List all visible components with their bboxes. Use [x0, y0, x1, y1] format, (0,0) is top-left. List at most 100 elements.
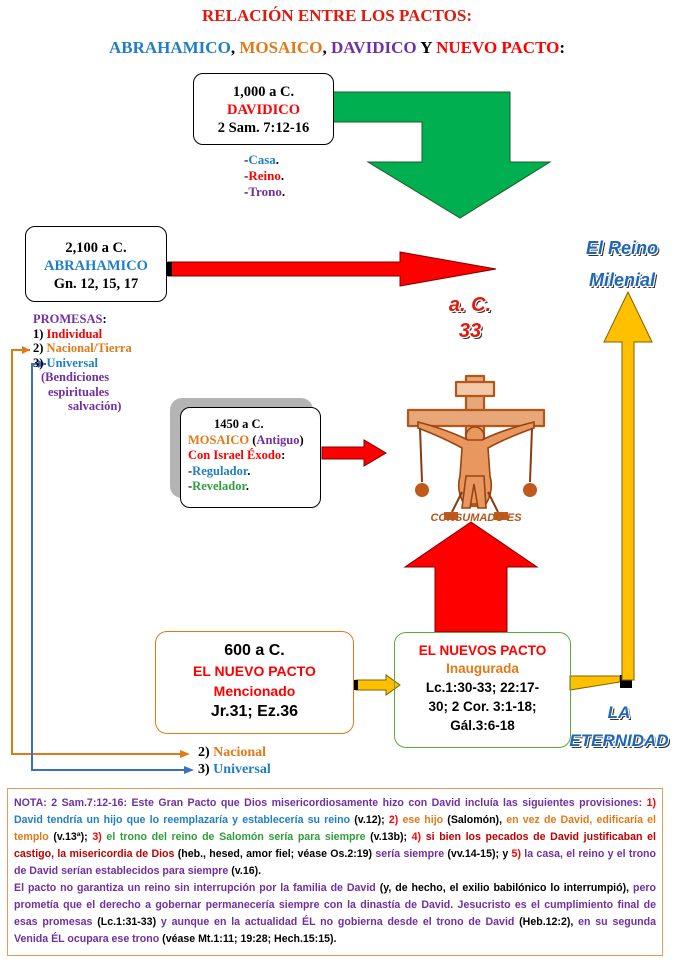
mosaico-name: MOSAICO — [188, 432, 250, 447]
subtitle-mosaico: MOSAICO — [239, 38, 323, 57]
davidico-box: 1,000 a C. DAVIDICO 2 Sam. 7:12-16 — [193, 73, 334, 145]
orange-arrowhead-end — [180, 750, 190, 758]
davidico-item-casa: -Casa. — [244, 152, 285, 168]
eternidad-line2: ETERNIDAD — [569, 731, 669, 750]
note-segment: ese hijo — [402, 814, 448, 826]
nuevo-inaugurado-box: EL NUEVOS PACTO Inaugurada Lc.1:30-33; 2… — [394, 632, 571, 748]
note-segment: sería siempre — [375, 848, 448, 860]
gold-arrow-eternidad — [569, 675, 621, 691]
nuevo-mencionado-box: 600 a C. EL NUEVO PACTO Mencionado Jr.31… — [155, 631, 354, 734]
abrahamico-date: 2,100 a C. — [65, 240, 127, 256]
arrow-tail-mencionado — [353, 680, 358, 690]
subtitle-comma1: , — [230, 38, 240, 57]
note-segment: (vv.14-15); y — [447, 848, 512, 860]
note-segment: El pacto no garantiza un reino sin inter… — [14, 882, 380, 894]
dot: . — [275, 152, 280, 167]
dot: . — [245, 479, 249, 493]
note-segment: (v.12); — [354, 814, 389, 826]
promesa-sub-3: salvación) — [68, 399, 122, 413]
label: Universal — [213, 762, 271, 777]
page-subtitle: ABRAHAMICO, MOSAICO, DAVIDICO Y NUEVO PA… — [0, 38, 674, 58]
note-segment: y aunque en la actualidad ÉL no gobierna… — [160, 916, 520, 928]
note-segment: (heb., hesed, amor fiel; véase Os.2:19) — [177, 848, 376, 860]
note-segment: la casa, el reino y el trono de David se… — [14, 848, 656, 877]
abrahamico-box: 2,100 a C. ABRAHAMICO Gn. 12, 15, 17 — [25, 226, 167, 302]
dash: - — [244, 184, 249, 199]
center-date: a. C. 33 — [420, 292, 520, 344]
dash: - — [244, 152, 249, 167]
red-arrow-mosaico — [321, 439, 387, 467]
page-title: RELACIÓN ENTRE LOS PACTOS: — [0, 6, 674, 26]
orange-connector — [11, 349, 182, 755]
davidico-name: DAVIDICO — [226, 102, 301, 118]
mosaico-item-revelador: -Revelador. — [188, 479, 320, 495]
dot: . — [247, 463, 251, 478]
inaugurado-ref1: Lc.1:30-33; 22:17- — [425, 680, 540, 695]
davidico-list: -Casa. -Reino. -Trono. — [244, 152, 285, 200]
note-segment: NOTA: 2 Sam.7:12-16: — [14, 797, 132, 809]
mosaico-colon: : — [281, 448, 286, 462]
num: 3) — [33, 355, 47, 370]
mosaico-item-regulador: -Regulador. — [188, 464, 320, 480]
abrahamico-ref: Gn. 12, 15, 17 — [53, 276, 139, 292]
promesas-block: PROMESAS: 1) Individual 2) Nacional/Tier… — [33, 312, 132, 414]
note-segment: (Salomón), — [447, 814, 507, 826]
center-ac: a. C. — [448, 294, 492, 316]
label: Nacional/Tierra — [46, 341, 132, 355]
bottom-nacional: 2) Nacional — [198, 745, 266, 761]
mencionado-name: EL NUEVO PACTO — [193, 663, 316, 679]
note-segment: pero prometía que el derecho a gobernar … — [14, 882, 656, 928]
label: Trono — [248, 184, 282, 199]
reino-label: El Reino Milenial — [570, 232, 674, 296]
note-segment: (v.13ª); — [53, 831, 93, 843]
dash: - — [188, 463, 193, 478]
label: Revelador — [192, 479, 246, 493]
promesas-title: PROMESAS — [33, 312, 103, 326]
gold-up-arrow — [603, 290, 653, 681]
num: 1) — [33, 326, 47, 341]
cross-horizontal — [406, 408, 546, 428]
promesas-colon: : — [102, 312, 107, 326]
inaugurado-name: EL NUEVOS PACTO — [418, 643, 547, 658]
note-segment: 1) — [646, 797, 657, 809]
note-text: NOTA: 2 Sam.7:12-16: Este Gran Pacto que… — [14, 795, 656, 948]
eternidad-label: LA ETERNIDAD — [564, 699, 674, 755]
subtitle-abrahamico: ABRAHAMICO — [108, 38, 231, 57]
note-segment: 4) — [411, 831, 426, 843]
num: 3) — [198, 762, 214, 777]
promesas-heading: PROMESAS: — [33, 312, 132, 327]
blue-arrowhead-start — [38, 360, 46, 368]
label: Nacional — [213, 745, 267, 760]
subtitle-nuevo: NUEVO PACTO — [436, 38, 560, 57]
gold-arrow-mencionado — [355, 674, 401, 696]
subtitle-colon: : — [559, 38, 566, 57]
crucifix-illustration — [406, 374, 546, 520]
subtitle-comma2: , — [322, 38, 331, 57]
crucifix-caption: CONSUMADO ES — [430, 512, 522, 524]
arrow-tail-abrahamico — [166, 262, 172, 276]
label: Individual — [46, 326, 103, 341]
note-segment: David tendría un hijo que lo reemplazarí… — [14, 814, 355, 826]
note-segment: (y, de hecho, el exilio babilónico lo in… — [379, 882, 634, 894]
subtitle-davidico: DAVIDICO — [330, 38, 417, 57]
num: 2) — [198, 745, 214, 760]
center-year: 33 — [458, 320, 482, 342]
promesa-2: 2) Nacional/Tierra — [33, 341, 132, 356]
eternidad-line1: LA — [607, 703, 631, 722]
mosaico-box: 1450 a C. MOSAICO (Antiguo) Con Israel É… — [180, 407, 321, 508]
note-segment: en vez de David, edificaría el templo — [14, 814, 657, 843]
mosaico-name-line: MOSAICO (Antiguo) — [188, 432, 304, 447]
promesa-1: 1) Individual — [33, 327, 132, 342]
mencionado-ref: Jr.31; Ez.36 — [210, 703, 299, 720]
davidico-item-trono: -Trono. — [244, 184, 285, 200]
blue-arrowhead-end — [184, 766, 194, 774]
mosaico-date: 1450 a C. — [214, 417, 264, 431]
note-segment: (Lc.1:31-33) — [97, 916, 161, 928]
inaugurado-ref3: Gál.3:6-18 — [450, 718, 515, 733]
inaugurado-ref2: 30; 2 Cor. 3:1-18; — [428, 699, 537, 714]
davidico-date: 1,000 a C. — [232, 84, 295, 100]
note-segment: si bien los pecados de David justificaba… — [14, 831, 656, 860]
red-arrow-abrahamico — [167, 251, 497, 287]
dot: . — [281, 184, 286, 199]
